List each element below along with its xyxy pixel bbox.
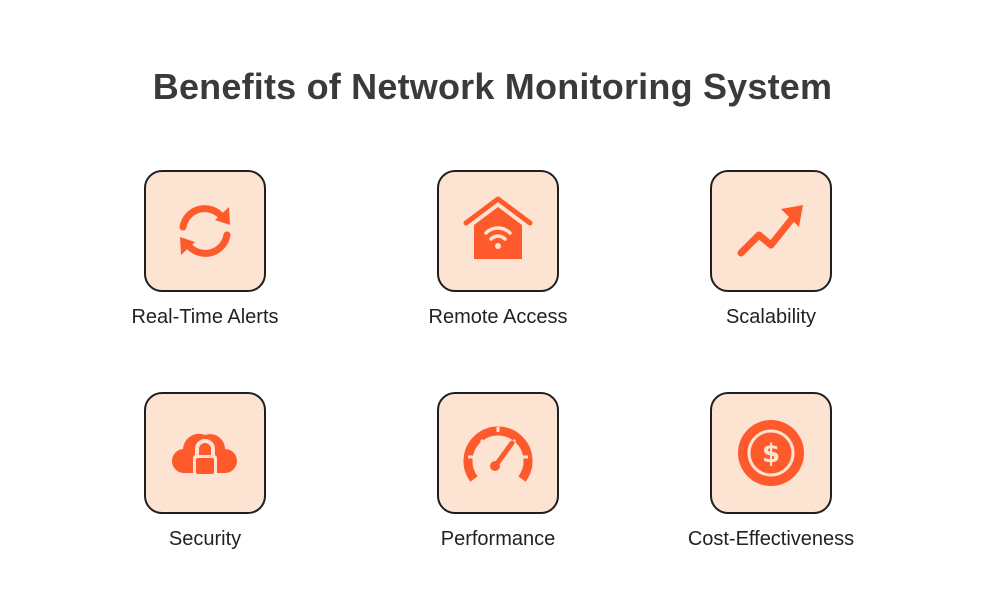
- cloud-lock-icon: [171, 433, 237, 477]
- icon-tile: [437, 392, 559, 514]
- icon-tile: $: [710, 392, 832, 514]
- benefit-label: Security: [168, 528, 242, 550]
- benefit-label: Scalability: [725, 306, 817, 328]
- page-title: Benefits of Network Monitoring System: [152, 66, 833, 107]
- icon-tile: [437, 170, 559, 292]
- benefit-card-cost-effectiveness: $ Cost-Effectiveness: [671, 390, 871, 590]
- speedometer-icon: [463, 426, 533, 482]
- benefit-label: Performance: [440, 528, 556, 550]
- icon-tile: [710, 170, 832, 292]
- trend-up-arrow-icon: [737, 205, 803, 257]
- benefit-card-real-time-alerts: Real-Time Alerts: [105, 168, 305, 368]
- benefit-label: Cost-Effectiveness: [687, 528, 855, 550]
- benefit-card-scalability: Scalability: [671, 168, 871, 368]
- benefit-card-security: Security: [105, 390, 305, 590]
- icon-tile: [144, 392, 266, 514]
- dollar-coin-icon: $: [738, 420, 804, 486]
- refresh-arrows-icon: [179, 205, 231, 257]
- icon-tile: [144, 170, 266, 292]
- benefit-label: Real-Time Alerts: [131, 306, 279, 328]
- benefit-card-performance: Performance: [398, 390, 598, 590]
- home-wifi-icon: [463, 196, 533, 259]
- benefit-label: Remote Access: [428, 306, 568, 328]
- svg-text:$: $: [762, 439, 780, 469]
- benefit-card-remote-access: Remote Access: [398, 168, 598, 368]
